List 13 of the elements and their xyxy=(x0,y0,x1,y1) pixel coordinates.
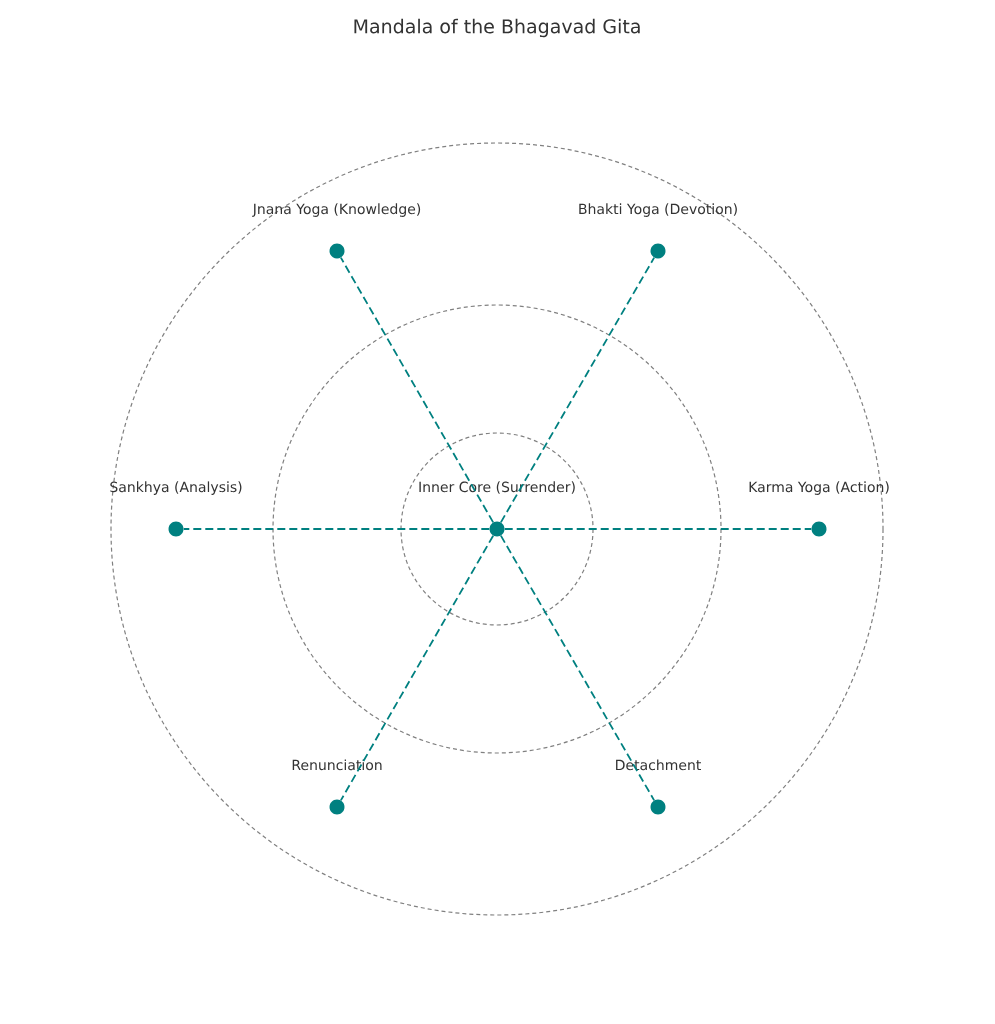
connector-line xyxy=(339,256,495,524)
connector-line xyxy=(339,534,495,802)
node-label: Jnana Yoga (Knowledge) xyxy=(252,203,421,217)
connector-line xyxy=(182,528,491,530)
connector-line xyxy=(503,528,813,530)
node-label: Karma Yoga (Action) xyxy=(749,481,889,495)
connector-line xyxy=(499,534,656,802)
node-label: Renunciation xyxy=(292,759,382,771)
title: Mandala of the Bhagavad Gita xyxy=(354,18,640,38)
node-label: Sankhya (Analysis) xyxy=(110,481,242,495)
node-label: Bhakti Yoga (Devotion) xyxy=(579,203,737,217)
connector-line xyxy=(499,256,656,524)
node-label: Detachment xyxy=(616,759,701,771)
